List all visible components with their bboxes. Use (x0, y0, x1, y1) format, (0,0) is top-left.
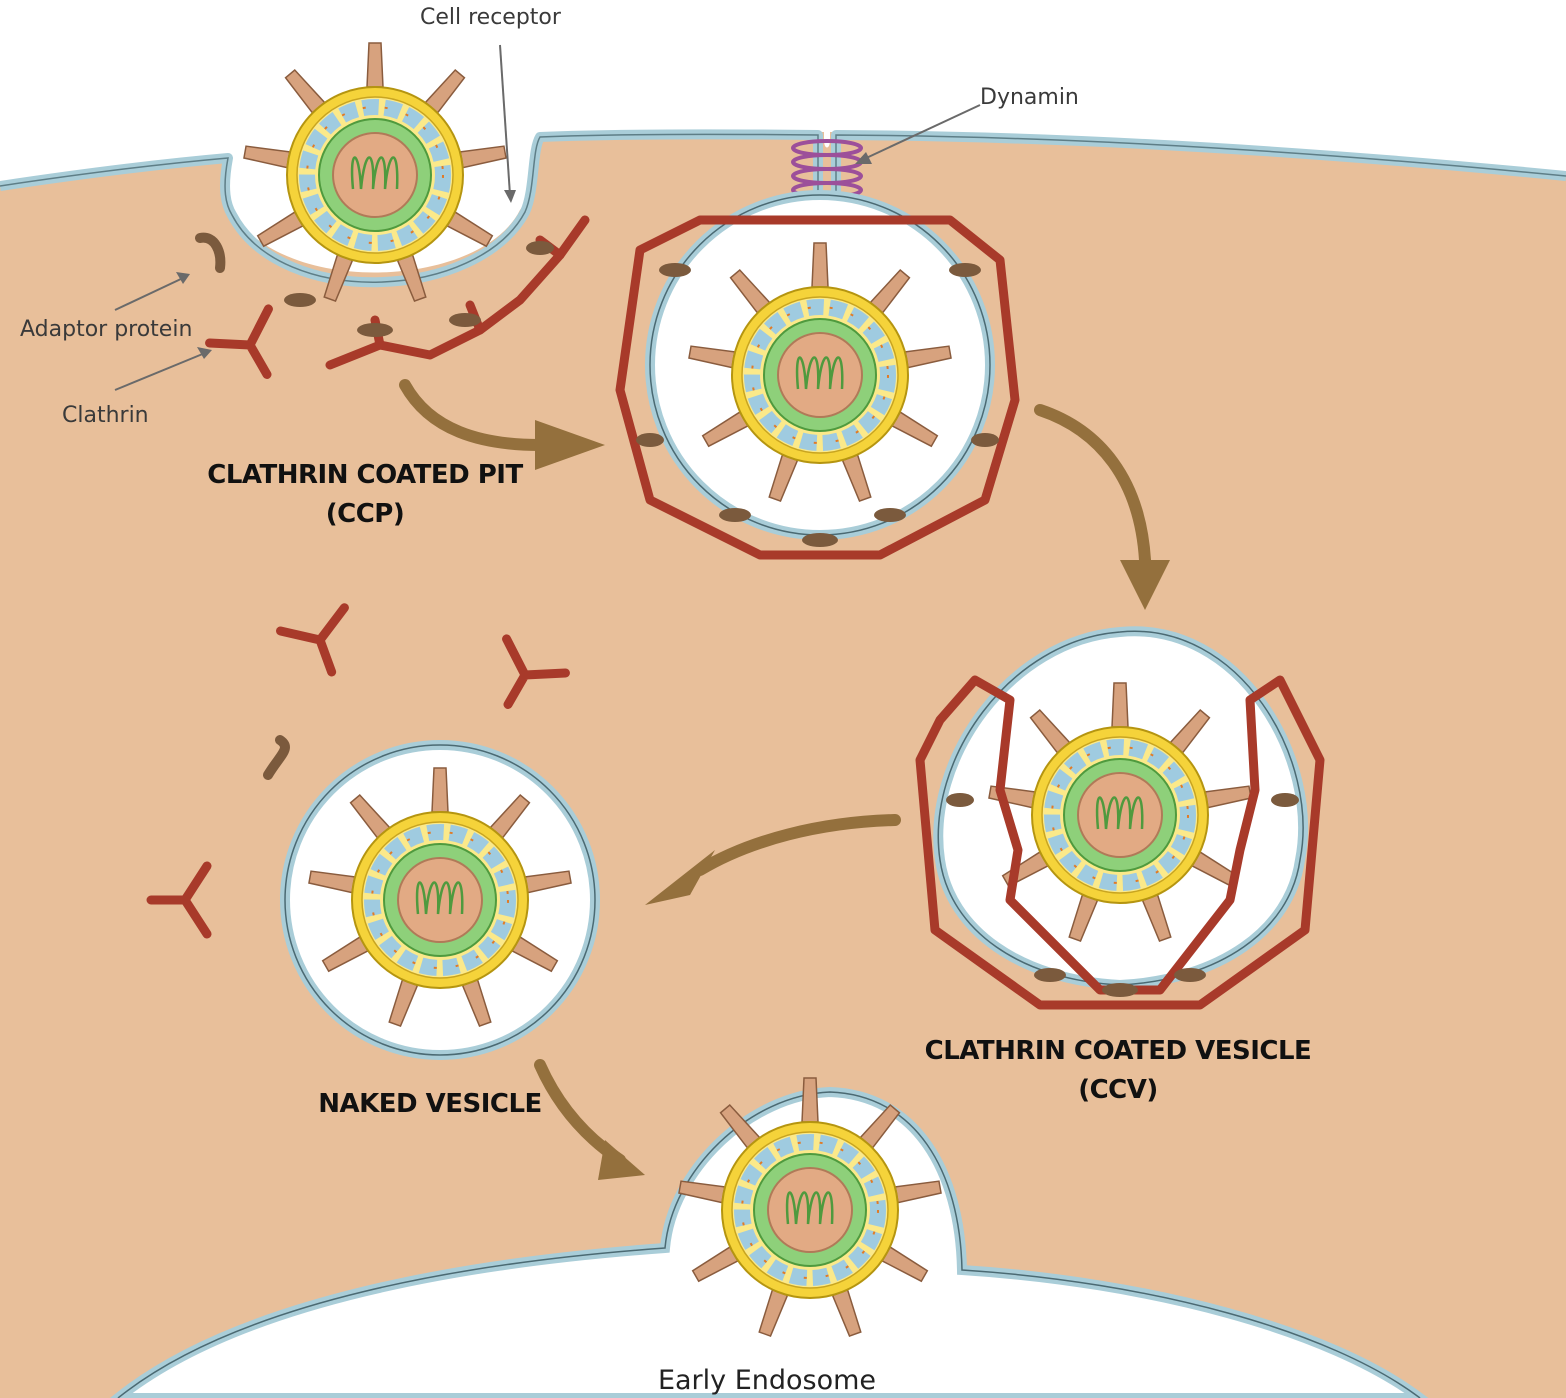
label-ccp-title: CLATHRIN COATED PIT (207, 460, 523, 490)
label-naked-vesicle: NAKED VESICLE (318, 1089, 542, 1119)
label-clathrin: Clathrin (62, 403, 149, 428)
pointer-lines (114, 44, 981, 391)
clathrin-coated-vesicle (915, 626, 1325, 1010)
free-adaptor-protein (195, 232, 226, 273)
label-ccv-abbr: (CCV) (1078, 1075, 1158, 1105)
naked-vesicle (280, 740, 600, 1060)
arrow-heads (535, 420, 1170, 1180)
label-ccp-abbr: (CCP) (326, 499, 404, 529)
label-early-endosome: Early Endosome (658, 1365, 876, 1396)
free-adaptor-protein-2 (263, 735, 290, 780)
budding-vesicle (615, 190, 1020, 560)
pointer-heads (176, 152, 872, 359)
adaptor-proteins-pit (284, 241, 554, 337)
label-cell-receptor: Cell receptor (420, 5, 562, 30)
label-ccv-title: CLATHRIN COATED VESICLE (925, 1036, 1312, 1066)
label-dynamin: Dynamin (980, 85, 1079, 110)
label-adaptor-protein: Adaptor protein (20, 317, 192, 342)
